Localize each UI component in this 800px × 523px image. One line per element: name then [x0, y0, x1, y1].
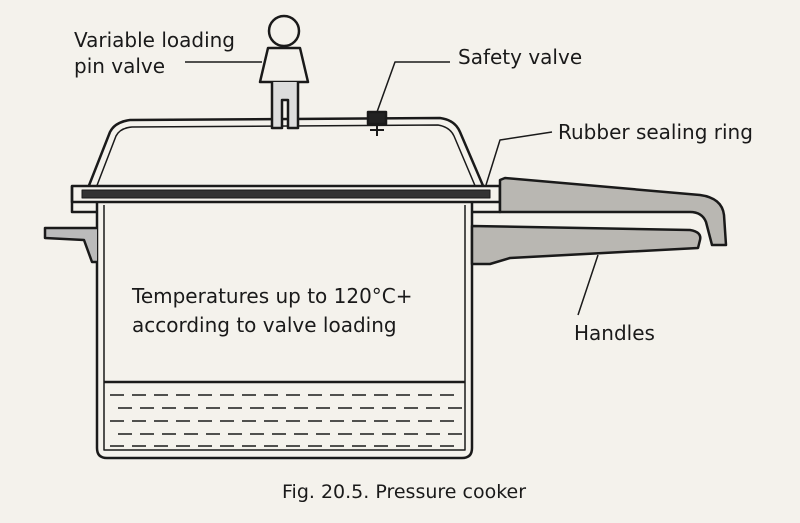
sealing-ring [81, 189, 491, 199]
safety-valve [366, 110, 388, 126]
figure-caption: Fig. 20.5. Pressure cooker [282, 481, 527, 503]
label-valve-line2: pin valve [74, 54, 166, 78]
leader-lines [185, 61, 599, 316]
water-dashes [110, 394, 462, 447]
label-valve-line1: Variable loading [74, 28, 236, 52]
valve-stem [270, 82, 300, 130]
pot-body-inner [103, 205, 466, 451]
lid-dome [86, 116, 486, 189]
valve-weight-ball [267, 14, 301, 48]
rim-lip-left [70, 186, 97, 214]
label-handles: Handles [574, 321, 655, 345]
label-safety-valve: Safety valve [458, 45, 583, 69]
label-temperature-line1: Temperatures up to 120°C+ [132, 284, 413, 308]
left-handle [43, 226, 97, 264]
lid-dome-inner [95, 124, 477, 189]
pot-body [95, 200, 474, 460]
valve-weight-cone [258, 46, 310, 84]
label-temperature-line2: according to valve loading [132, 313, 397, 337]
right-handle-upper [498, 176, 728, 247]
right-handle-lower [470, 224, 702, 266]
label-sealing-ring: Rubber sealing ring [558, 120, 753, 144]
